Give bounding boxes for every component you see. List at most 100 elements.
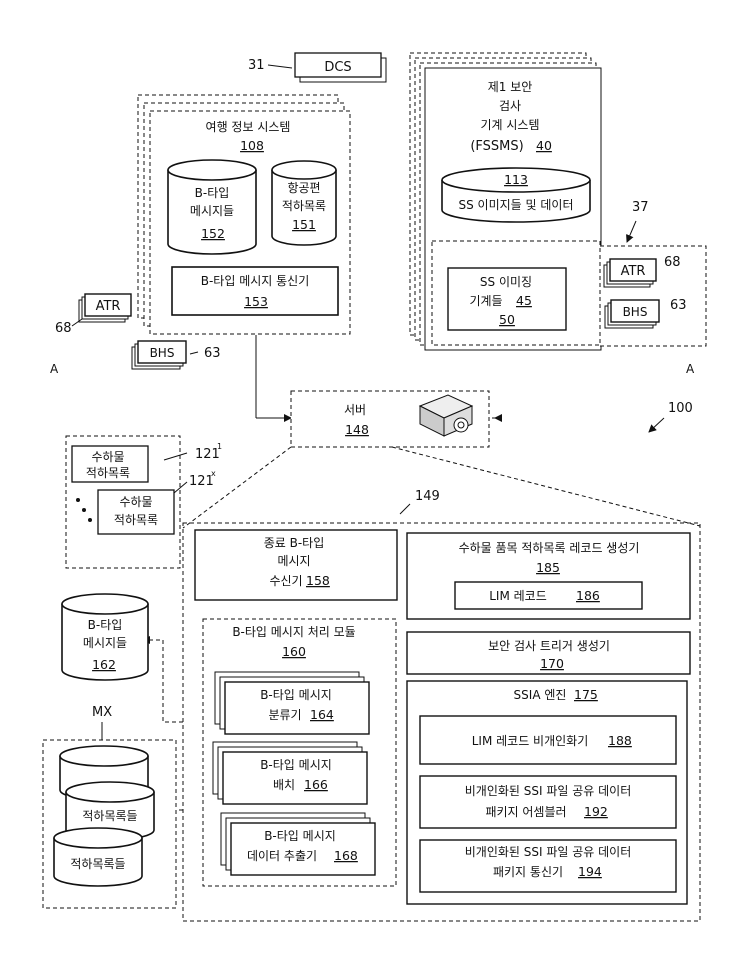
atr-left: ATR 68: [55, 294, 131, 336]
extractor-ref: 168: [334, 848, 358, 863]
fssms-line1: 제1 보안: [488, 80, 533, 94]
cargo-manifests: 수하물 적하목록 수하물 적하목록: [66, 436, 180, 568]
ref-37: 37: [632, 200, 649, 215]
manifest-x-line2: 적하목록: [114, 513, 158, 527]
atr-right-ref: 68: [664, 255, 681, 270]
ssia-label: SSIA 엔진: [514, 688, 567, 702]
record-gen-ref: 185: [536, 560, 560, 575]
assembler-line2: 패키지 어셈블러: [485, 805, 566, 819]
ref-149: 149: [415, 489, 440, 504]
pkg-comm-line1: 비개인화된 SSI 파일 공유 데이터: [465, 845, 632, 859]
manifest-1-sup: 1: [217, 442, 222, 451]
mx-label: MX: [92, 705, 112, 720]
manifest-x-sup: x: [211, 469, 216, 478]
extractor-line1: B-타입 메시지: [264, 829, 336, 843]
bhs-right-ref: 63: [670, 298, 687, 313]
assembler-line1: 비개인화된 SSI 파일 공유 데이터: [465, 784, 632, 798]
dcs-ref: 31: [248, 58, 265, 73]
manifest-1-line1: 수하물: [91, 450, 124, 464]
travel-system: 여행 정보 시스템 108 B-타입 메시지들 152 항공편 적하목록 151…: [138, 95, 350, 334]
extractor-line2: 데이터 추출기: [247, 849, 317, 863]
manifest-1-refs: 121 1 121 x: [189, 442, 222, 489]
flight-db-ref: 151: [292, 217, 316, 232]
trigger-gen-label: 보안 검사 트리거 생성기: [488, 639, 610, 653]
flight-db-line2: 적하목록: [282, 199, 326, 213]
imaging-line2: 기계들: [469, 294, 502, 308]
travel-system-title: 여행 정보 시스템: [206, 119, 291, 134]
marker-a-left: A: [50, 362, 59, 376]
bhs-left-ref: 63: [204, 346, 221, 361]
travel-system-ref: 108: [240, 138, 264, 153]
receiver-ref: 158: [306, 573, 330, 588]
marker-a-right: A: [686, 362, 695, 376]
imaging-ref2: 50: [499, 312, 515, 327]
dcs-label: DCS: [324, 60, 351, 75]
manifest-1-line2: 적하목록: [86, 466, 130, 480]
server-ref: 148: [345, 422, 369, 437]
receiver-line3: 수신기: [269, 574, 302, 588]
classifier-line2: 분류기: [268, 708, 301, 722]
imaging-line1: SS 이미징: [480, 275, 532, 289]
atr-left-ref: 68: [55, 321, 72, 336]
ss-imaging-machines: SS 이미징 기계들 45 50: [432, 241, 600, 345]
receiver-158: 종료 B-타입 메시지 수신기 158: [195, 530, 397, 600]
record-generator-185: 수하물 품목 적하목록 레코드 생성기 185 LIM 레코드 186: [407, 533, 690, 619]
batch-line2: 배치: [273, 778, 295, 792]
communicator-label: B-타입 메시지 통신기: [201, 274, 310, 288]
lim-record-label: LIM 레코드: [489, 589, 547, 603]
anonymizer-ref: 188: [608, 733, 632, 748]
atr-right-label: ATR: [621, 264, 646, 279]
btype-db-ref: 152: [201, 226, 225, 241]
bhs-left-label: BHS: [150, 346, 175, 360]
ss-images-db: 113 SS 이미지들 및 데이터: [442, 168, 590, 222]
db162-ref: 162: [92, 657, 116, 672]
bhs-right-label: BHS: [623, 305, 648, 319]
db162-line2: 메시지들: [83, 636, 127, 650]
fssms-line4: (FSSMS): [470, 139, 523, 154]
fssms-ref: 40: [536, 138, 552, 153]
btype-db-line2: 메시지들: [190, 204, 234, 218]
checkpoint-37: 37 ATR 68 BHS 63: [600, 200, 706, 346]
dcs-block: 31 DCS: [248, 53, 386, 82]
imaging-ref: 45: [516, 293, 532, 308]
receiver-line1: 종료 B-타입: [264, 536, 325, 550]
record-gen-label: 수하물 품목 적하목록 레코드 생성기: [459, 541, 640, 555]
ref-100: 100: [668, 401, 693, 416]
server-system-149: 종료 B-타입 메시지 수신기 158 수하물 품목 적하목록 레코드 생성기 …: [183, 523, 700, 921]
mx-db-bottom-label: 적하목록들: [70, 857, 125, 871]
assembler-ref: 192: [584, 804, 608, 819]
fssms-line3: 기계 시스템: [480, 118, 539, 132]
manifest-x-line1: 수하물: [119, 495, 152, 509]
atr-left-label: ATR: [96, 299, 121, 314]
bhs-left: BHS 63: [132, 341, 221, 369]
server-label: 서버: [344, 403, 366, 417]
communicator-ref: 153: [244, 294, 268, 309]
mx-db-bottom: 적하목록들: [54, 828, 142, 886]
fssms: 제1 보안 검사 기계 시스템 (FSSMS) 40 113 SS 이미지들 및…: [410, 53, 601, 350]
mx-db-mid-label: 적하목록들: [82, 809, 137, 823]
ss-db-ref: 113: [504, 172, 528, 187]
classifier-ref: 164: [310, 707, 334, 722]
btype-messages-db-162: B-타입 메시지들 162: [62, 594, 148, 680]
db162-line1: B-타입: [88, 618, 123, 632]
processing-module-160: B-타입 메시지 처리 모듈 160 B-타입 메시지 분류기 164 B-타입…: [203, 619, 396, 886]
server: 서버 148: [291, 391, 489, 447]
ss-db-label: SS 이미지들 및 데이터: [459, 198, 574, 212]
lim-record-ref: 186: [576, 588, 600, 603]
btype-messages-db: B-타입 메시지들 152: [168, 160, 256, 254]
batch-line1: B-타입 메시지: [260, 758, 332, 772]
processing-ref: 160: [282, 644, 306, 659]
flight-manifest-db: 항공편 적하목록 151: [272, 161, 336, 245]
ssia-ref: 175: [574, 687, 598, 702]
extractor-168: B-타입 메시지 데이터 추출기 168: [221, 813, 375, 875]
pkg-comm-line2: 패키지 통신기: [493, 865, 563, 879]
trigger-generator-170: 보안 검사 트리거 생성기 170: [407, 632, 690, 674]
trigger-gen-ref: 170: [540, 656, 564, 671]
classifier-164: B-타입 메시지 분류기 164: [215, 672, 369, 734]
classifier-line1: B-타입 메시지: [260, 688, 332, 702]
batch-ref: 166: [304, 777, 328, 792]
ssia-engine-175: SSIA 엔진 175 LIM 레코드 비개인화기 188 비개인화된 SSI …: [407, 681, 687, 904]
btype-db-line1: B-타입: [195, 186, 230, 200]
fssms-line2: 검사: [499, 99, 521, 113]
